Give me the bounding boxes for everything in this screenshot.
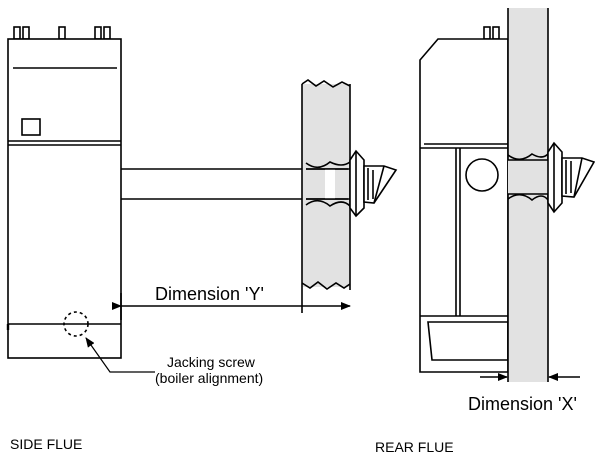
dimension-y-label: Dimension 'Y' [155, 284, 264, 304]
rear-boiler-flue-opening [465, 158, 499, 192]
rear-flue-drawing [419, 8, 595, 382]
rear-boiler-terminals [483, 26, 500, 40]
jacking-screw-leader [85, 337, 155, 373]
rear-flue-caption: REAR FLUE [375, 439, 454, 454]
side-flue-terminal [349, 149, 398, 218]
rear-flue-terminal [547, 141, 595, 214]
side-flue-caption: SIDE FLUE [10, 436, 82, 452]
side-boiler-terminals [13, 26, 111, 40]
dimension-x-label: Dimension 'X' [468, 394, 577, 414]
jacking-screw-marker [63, 311, 89, 337]
side-boiler-casing [7, 38, 122, 359]
jacking-screw-label: Jacking screw [167, 354, 256, 370]
rear-boiler-casing [419, 38, 509, 373]
side-flue-drawing [6, 26, 398, 373]
side-boiler-panel [21, 118, 41, 136]
jacking-screw-sublabel: (boiler alignment) [155, 370, 263, 386]
